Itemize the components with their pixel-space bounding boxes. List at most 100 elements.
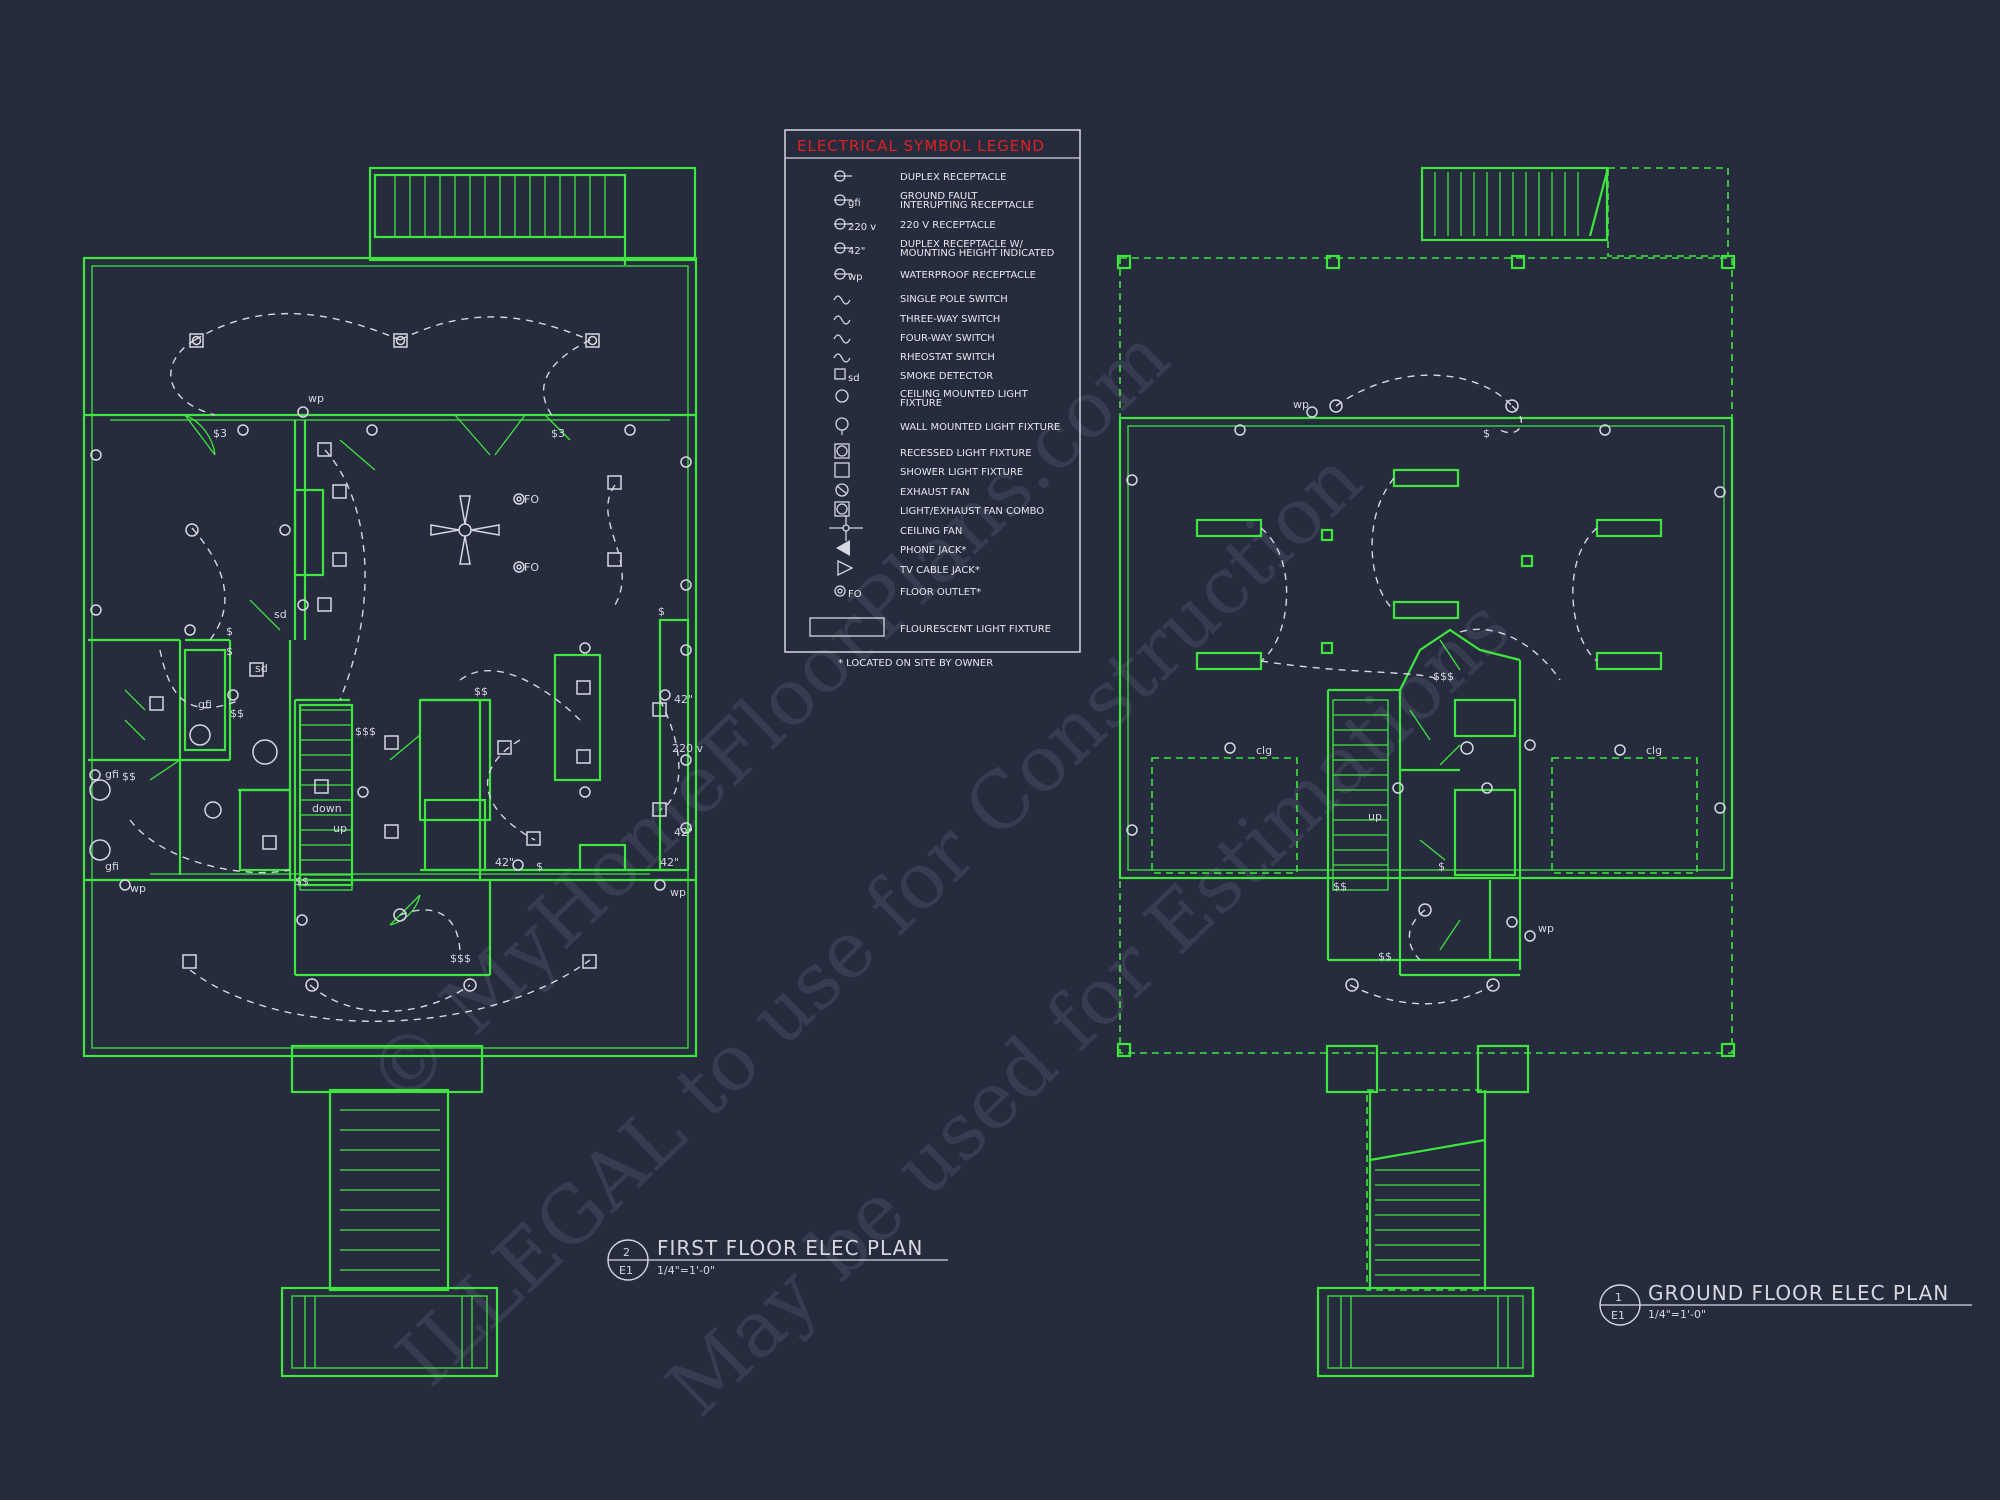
fluorescent-light-icon — [1392, 600, 1460, 620]
legend-label: LIGHT/EXHAUST FAN COMBO — [900, 506, 1044, 517]
ground-floor-symbols — [1126, 399, 1726, 992]
recessed-light-icon — [582, 954, 597, 969]
switch-label: $ — [536, 860, 543, 873]
first-floor-interior-stairs — [299, 709, 353, 891]
legend-label: SHOWER LIGHT FIXTURE — [900, 467, 1023, 478]
double-switch-label: $$ — [1333, 880, 1347, 893]
ceiling-light-icon — [185, 523, 199, 537]
three-way-switch-label: $3 — [213, 427, 227, 440]
first-floor-rear-stairs — [368, 166, 697, 265]
recessed-light-icon — [497, 740, 512, 755]
receptacle-220v-label: 220 v — [672, 742, 703, 755]
floor-outlet-icon — [513, 561, 525, 573]
ground-floor-annotations: wp wp clg clg up $ $ $$ $$ $$$ — [1256, 398, 1662, 963]
plan-title: GROUND FLOOR ELEC PLAN — [1648, 1281, 1949, 1305]
fluorescent-light-icon — [809, 617, 885, 637]
electrical-symbol-legend: ELECTRICAL SYMBOL LEGEND DUPLEX RECEPTAC… — [784, 129, 1081, 669]
recessed-light-icon — [526, 831, 541, 846]
ground-floor-piers — [1116, 254, 1736, 1058]
first-floor-symbols — [89, 333, 692, 992]
ground-floor-rear-stairs — [1420, 166, 1729, 257]
floor-outlet-icon — [834, 585, 846, 597]
ceiling-fan-icon — [430, 495, 500, 565]
legend-row: WALL MOUNTED LIGHT FIXTURE — [835, 417, 1060, 435]
ceiling-fan-icon — [829, 515, 863, 541]
legend-row: SHOWER LIGHT FIXTURE — [834, 462, 1023, 478]
ground-floor-plan: wp wp clg clg up $ $ $$ $$ $$$ — [1116, 166, 1736, 1378]
legend-row: SINGLE POLE SWITCH — [833, 294, 1008, 305]
wall-light-icon — [835, 417, 849, 435]
wall-light-icon — [1486, 978, 1500, 992]
stair-up-label: up — [333, 822, 347, 835]
gfi-label: gfi — [105, 768, 119, 781]
legend-label: SINGLE POLE SWITCH — [900, 294, 1008, 305]
ground-floor-wiring — [1260, 374, 1598, 1005]
recessed-light-icon — [652, 702, 667, 717]
double-switch-label: $$ — [230, 707, 244, 720]
legend-symbol-subscript: wp — [848, 272, 863, 283]
stair-up-label: up — [1368, 810, 1382, 823]
ceiling-label: clg — [1256, 744, 1272, 757]
fluorescent-light-icon — [1595, 651, 1663, 671]
phone-jack-icon — [836, 540, 850, 556]
legend-label: GROUND FAULT — [900, 191, 978, 202]
switch-label: $ — [226, 645, 233, 658]
ground-floor-enclosure — [1118, 416, 1734, 880]
legend-row: RHEOSTAT SWITCH — [833, 352, 995, 363]
watermark: © MyHomeFloorPlans.com ILLEGAL to use fo… — [351, 312, 1528, 1434]
sheet-number: E1 — [619, 1264, 633, 1277]
four-way-switch-icon — [833, 334, 851, 344]
wall-light-icon — [1505, 399, 1519, 413]
floor-outlet-label: FO — [524, 561, 539, 574]
double-switch-label: $$ — [1378, 950, 1392, 963]
triple-switch-label: $$$ — [450, 952, 471, 965]
legend-row: THREE-WAY SWITCH — [833, 314, 1000, 325]
recessed-light-icon — [149, 696, 164, 711]
legend-label: THREE-WAY SWITCH — [899, 314, 1000, 325]
waterproof-receptacle-icon — [834, 268, 852, 280]
legend-symbol-subscript: FO — [848, 589, 862, 600]
height-label: 42" — [660, 856, 679, 869]
legend-label: WATERPROOF RECEPTACLE — [900, 270, 1036, 281]
smoke-detector-label: sd — [274, 608, 287, 621]
recessed-light-icon — [607, 552, 622, 567]
double-switch-label: $$ — [122, 770, 136, 783]
legend-row: LIGHT/EXHAUST FAN COMBO — [834, 501, 1044, 517]
legend-label: DUPLEX RECEPTACLE — [900, 172, 1006, 183]
legend-row: TV CABLE JACK* — [837, 559, 980, 577]
ground-floor-storage-areas — [1151, 757, 1698, 874]
first-floor-annotations: wp wp wp FO FO sd sd down up gfi gfi gfi… — [105, 392, 703, 965]
first-floor-doors — [124, 414, 571, 926]
legend-label: EXHAUST FAN — [900, 487, 970, 498]
first-floor-wiring — [129, 312, 680, 1022]
legend-label: RHEOSTAT SWITCH — [900, 352, 995, 363]
gfi-receptacle-icon — [834, 194, 852, 206]
floor-outlet-label: FO — [524, 493, 539, 506]
title-ground-floor: 1 E1 GROUND FLOOR ELEC PLAN 1/4"=1'-0" — [1599, 1281, 1972, 1326]
exhaust-fan-icon — [262, 835, 277, 850]
plan-number: 2 — [623, 1246, 630, 1259]
recessed-light-icon — [317, 597, 332, 612]
wall-light-icon — [1418, 903, 1432, 917]
legend-row: wp WATERPROOF RECEPTACLE — [834, 268, 1036, 283]
plan-scale: 1/4"=1'-0" — [657, 1264, 715, 1277]
ground-floor-interior-walls — [1326, 628, 1522, 977]
legend-label: TV CABLE JACK* — [899, 565, 980, 576]
legend-label: PHONE JACK* — [900, 545, 966, 556]
three-way-switch-label: $3 — [551, 427, 565, 440]
recessed-light-icon — [576, 680, 591, 695]
legend-label: INTERUPTING RECEPTACLE — [900, 200, 1034, 211]
legend-label: WALL MOUNTED LIGHT FIXTURE — [900, 422, 1060, 433]
recessed-light-icon — [314, 779, 329, 794]
switch-label: $ — [1438, 860, 1445, 873]
ceiling-light-icon — [1460, 741, 1474, 755]
waterproof-label: wp — [670, 886, 686, 899]
height-label: 42" — [674, 693, 693, 706]
triple-switch-label: $$$ — [355, 725, 376, 738]
legend-row: FLOURESCENT LIGHT FIXTURE — [809, 617, 1051, 637]
double-switch-label: $$ — [474, 685, 488, 698]
double-switch-label: $$ — [295, 875, 309, 888]
